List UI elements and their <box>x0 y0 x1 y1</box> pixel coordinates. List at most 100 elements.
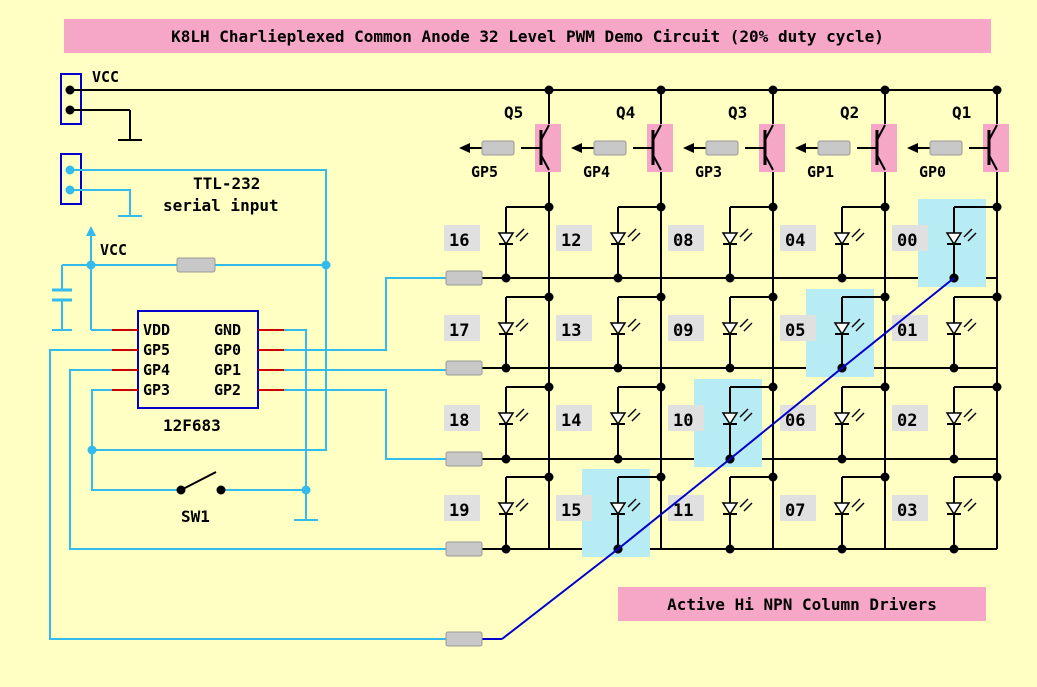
led-light-arrow <box>627 318 637 328</box>
led-label-bg <box>556 405 592 431</box>
column-junction-dot <box>768 292 778 302</box>
led-label-bg <box>444 315 480 341</box>
led-light-arrow <box>739 408 749 418</box>
led-light-arrow <box>519 232 529 242</box>
gpio-label: GP5 <box>471 163 498 181</box>
arrow-left-icon <box>907 143 918 153</box>
led-label-18: 18 <box>449 411 469 431</box>
serial-gnd-wire <box>70 189 131 216</box>
led-18: 18 <box>444 386 549 459</box>
transistor-emitter <box>540 154 550 171</box>
row-junction-dot <box>725 273 735 283</box>
led-light-arrow <box>963 498 973 508</box>
led-diode-icon <box>497 322 515 336</box>
column-junction-dot <box>992 472 1002 482</box>
column-junction-dot <box>544 472 554 482</box>
led-light-arrow <box>515 318 525 328</box>
gpio-label: GP4 <box>583 163 610 181</box>
base-resistor <box>593 140 627 156</box>
led-label-bg <box>444 225 480 251</box>
led-00: 00 <box>892 206 997 278</box>
led-07: 07 <box>780 476 885 549</box>
row-junction-dot <box>501 544 511 554</box>
row-junction-dot <box>837 273 847 283</box>
led-light-arrow <box>519 322 529 332</box>
chip-pin-label-gp2: GP2 <box>214 381 241 399</box>
led-light-arrow <box>743 322 753 332</box>
row-junction-dot <box>501 363 511 373</box>
arrow-left-icon <box>683 143 694 153</box>
row-junction-dot <box>613 454 623 464</box>
column-drivers-note: Active Hi NPN Column Drivers <box>618 587 986 621</box>
led-label-bg <box>668 495 704 521</box>
transistor-collector <box>540 124 550 141</box>
led-04: 04 <box>780 206 885 278</box>
switch-contact-dot <box>216 485 226 495</box>
column-junction-dot <box>656 202 666 212</box>
led-11: 11 <box>668 476 773 549</box>
led-light-arrow <box>627 408 637 418</box>
chip-pin-label-gnd: GND <box>214 321 241 339</box>
led-light-arrow <box>631 232 641 242</box>
led-label-07: 07 <box>785 501 805 521</box>
gp2-wire <box>284 389 446 460</box>
led-02: 02 <box>892 386 997 459</box>
led-diode-icon <box>609 232 627 246</box>
led-light-arrow <box>519 412 529 422</box>
led-15: 15 <box>556 476 661 549</box>
led-diode-icon <box>609 502 627 516</box>
led-label-bg <box>556 225 592 251</box>
charlieplex-diagonal <box>501 277 955 640</box>
base-resistor <box>705 140 739 156</box>
led-light-arrow <box>967 232 977 242</box>
led-light-arrow <box>515 498 525 508</box>
led-diode-icon <box>609 412 627 426</box>
led-16: 16 <box>444 206 549 278</box>
chip-pin-label-gp3: GP3 <box>143 381 170 399</box>
led-label-bg <box>668 315 704 341</box>
transistor-emitter <box>764 154 774 171</box>
led-label-03: 03 <box>897 501 917 521</box>
base-resistor <box>817 140 851 156</box>
led-label-00: 00 <box>897 231 917 251</box>
led-light-arrow <box>743 232 753 242</box>
cyan-junction-dot <box>301 485 311 495</box>
column-junction-dot <box>992 292 1002 302</box>
diagram-title: K8LH Charlieplexed Common Anode 32 Level… <box>64 19 991 53</box>
led-label-bg <box>556 495 592 521</box>
vcc-junction-dot <box>768 85 778 95</box>
switch-contact-dot <box>176 485 186 495</box>
row-resistor <box>445 631 483 647</box>
led-light-arrow <box>967 412 977 422</box>
vcc-top-label: VCC <box>92 68 119 86</box>
led-label-11: 11 <box>673 501 693 521</box>
led-diode-icon <box>497 412 515 426</box>
transistor-collector <box>652 124 662 141</box>
row-junction-dot <box>949 363 959 373</box>
column-junction-dot <box>768 382 778 392</box>
led-label-bg <box>780 495 816 521</box>
row-junction-dot <box>725 363 735 373</box>
led-label-bg <box>444 495 480 521</box>
row-resistor <box>445 270 483 286</box>
cyan-wires <box>49 169 446 640</box>
row-junction-dot <box>837 544 847 554</box>
chip-pin-label-vdd: VDD <box>143 321 170 339</box>
led-light-arrow <box>967 322 977 332</box>
led-label-05: 05 <box>785 321 805 341</box>
led-diode-icon <box>609 322 627 336</box>
led-17: 17 <box>444 296 549 368</box>
led-diode-icon <box>497 232 515 246</box>
led-01: 01 <box>892 296 997 368</box>
led-diode-icon <box>833 502 851 516</box>
led-label-19: 19 <box>449 501 469 521</box>
led-light-arrow <box>851 318 861 328</box>
led-light-arrow <box>855 232 865 242</box>
led-light-arrow <box>515 408 525 418</box>
led-diode-icon <box>945 232 963 246</box>
led-diode-icon <box>721 502 739 516</box>
blue-highlight-wire <box>501 277 955 640</box>
